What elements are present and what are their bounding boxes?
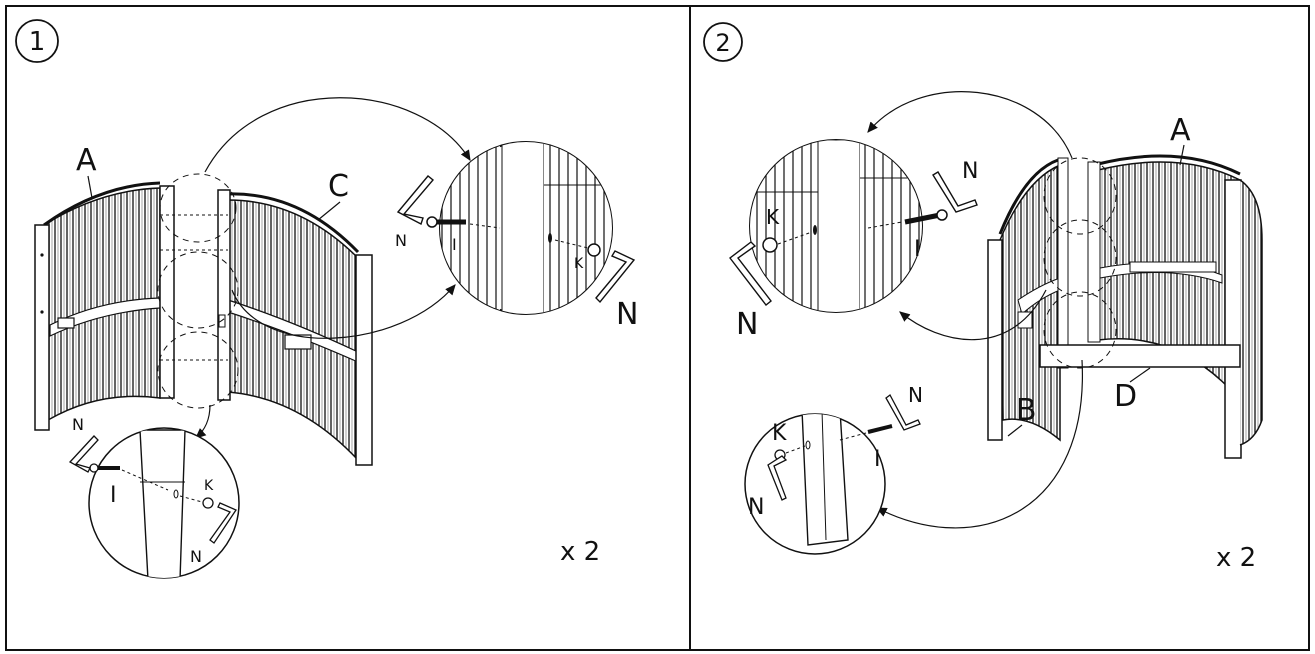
callout-arrow-top	[204, 97, 471, 173]
label-bolt: I	[110, 483, 117, 508]
hex-key-bottom-right	[209, 502, 237, 544]
step-2-badge	[703, 22, 743, 62]
label-panel-a: A	[76, 143, 97, 178]
label-bolt: I	[874, 447, 881, 472]
step-1-callout-circles	[157, 173, 239, 409]
label-panel-b: B	[1016, 393, 1037, 428]
label-hex-key: N	[395, 231, 407, 250]
label-bolt: I	[914, 237, 921, 262]
label-nut: K	[772, 421, 787, 446]
label-nut: K	[204, 478, 214, 494]
step-2-callout-circles	[1043, 157, 1117, 369]
hex-key-bottom-left	[767, 455, 788, 501]
step-2-panel: 2	[703, 22, 1263, 573]
step-2-number: 2	[715, 29, 730, 57]
quantity-multiplier: x 2	[560, 537, 600, 567]
detail-magnifier-bottom	[744, 413, 893, 555]
hex-key-top-left	[729, 241, 772, 306]
label-hex-key: N	[908, 383, 923, 407]
panel-c-assembly	[217, 189, 373, 466]
quantity-multiplier: x 2	[1216, 543, 1256, 573]
hex-key-top-right	[932, 171, 978, 213]
callout-arrow-bottom	[875, 359, 1083, 529]
label-panel-c: C	[328, 169, 349, 204]
label-hex-key: N	[190, 547, 202, 566]
hex-key-bottom-right	[885, 394, 921, 431]
label-hex-key: N	[962, 159, 978, 184]
label-nut: K	[574, 256, 584, 272]
hex-key-top-right	[595, 250, 636, 304]
step-2-frame	[689, 5, 1310, 651]
detail-magnifier-top	[749, 139, 948, 313]
label-hex-key: N	[736, 307, 758, 342]
callout-arrow-middle	[231, 284, 456, 339]
label-nut: K	[766, 205, 780, 229]
panel-a-assembly	[34, 181, 175, 431]
label-hex-key: N	[748, 495, 764, 520]
label-hex-key: N	[72, 415, 84, 434]
step-1-number: 1	[29, 27, 46, 57]
assembled-frame	[987, 154, 1263, 459]
label-hex-key: N	[616, 297, 638, 332]
detail-magnifier-bottom	[88, 427, 240, 579]
step-1-panel: 1	[15, 19, 638, 579]
hex-key-top-left	[396, 175, 435, 226]
label-panel-a: A	[1170, 113, 1191, 148]
callout-arrow-top	[867, 91, 1073, 159]
callout-arrow-bottom	[195, 404, 211, 439]
label-panel-d: D	[1114, 379, 1137, 414]
label-bolt: I	[452, 235, 457, 254]
callout-arrow-middle	[899, 289, 1047, 341]
detail-magnifier-top	[426, 141, 613, 315]
step-1-badge	[15, 19, 59, 63]
hex-key-bottom-left	[68, 435, 99, 473]
